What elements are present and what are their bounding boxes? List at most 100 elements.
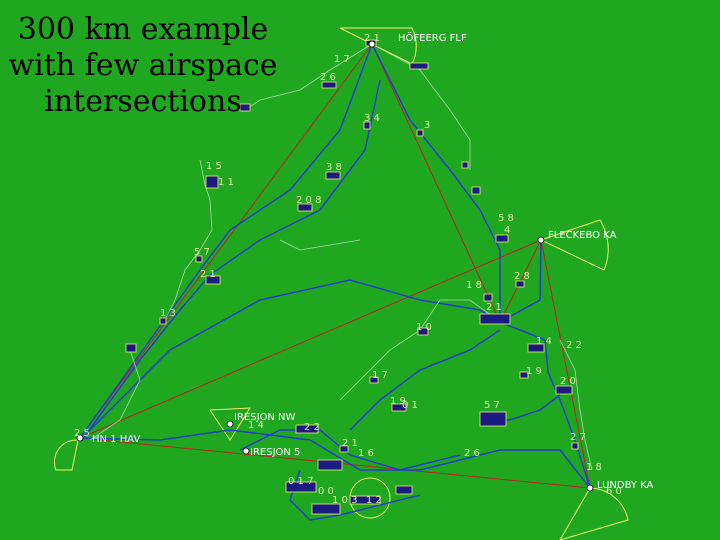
title-line-3: intersections xyxy=(44,84,242,119)
track-10 xyxy=(349,329,501,431)
climb-label: 5 7 xyxy=(194,247,210,258)
marker xyxy=(311,503,341,515)
climb-label: 1 3 xyxy=(160,308,176,319)
turnpoint-mid-b[interactable] xyxy=(242,447,250,455)
track-3 xyxy=(79,429,591,489)
climb-label: 2 2 xyxy=(304,422,320,433)
trace-1 xyxy=(244,43,373,111)
sector-mid xyxy=(209,407,251,441)
marker xyxy=(239,103,251,112)
turnpoint-mid-a[interactable] xyxy=(226,420,234,428)
climb-label: 1 7 xyxy=(334,54,350,65)
climb-label: 2 1 xyxy=(200,269,216,280)
trace-7 xyxy=(89,349,141,441)
trace-6 xyxy=(279,239,361,251)
climb-label: 1 1 xyxy=(218,177,234,188)
sector-southeast xyxy=(559,487,629,540)
slide-title: 300 km example with few airspace interse… xyxy=(8,12,278,120)
climb-label: 1 5 xyxy=(206,161,222,172)
climb-label: 1 8 xyxy=(586,462,602,473)
sector-west xyxy=(53,439,79,471)
turnpoint-southeast[interactable] xyxy=(586,484,594,492)
climb-label: 3 xyxy=(424,120,430,131)
marker xyxy=(515,280,525,288)
climb-label: 2 8 xyxy=(514,271,530,282)
marker xyxy=(479,411,507,427)
climb-label: 2 1 xyxy=(486,302,502,313)
climb-label: 2 5 xyxy=(74,428,90,439)
course-leg-6 xyxy=(540,239,591,489)
place-west: HN 1 HAV xyxy=(92,434,140,445)
marker xyxy=(391,403,407,412)
climb-label: 1 0 3 xyxy=(332,495,357,506)
marker xyxy=(159,317,167,325)
track-7 xyxy=(81,79,381,441)
climb-label: 2 1 xyxy=(364,33,380,44)
place-mid-a: IRESJON NW xyxy=(234,412,296,423)
title-line-2: with few airspace xyxy=(8,48,278,83)
marker xyxy=(125,343,137,353)
marker xyxy=(555,385,573,395)
track-5 xyxy=(89,279,501,431)
climb-label: 4 xyxy=(504,225,510,236)
climb-label: 2 1 xyxy=(342,438,358,449)
marker xyxy=(395,485,413,495)
climb-label: 2 0 8 xyxy=(296,195,321,206)
turnpoint-north[interactable] xyxy=(368,40,376,48)
marker xyxy=(317,459,343,471)
sector-east xyxy=(539,219,609,271)
marker xyxy=(571,442,579,450)
place-north: HÖFEERG FLF xyxy=(398,31,467,44)
course-leg-3 xyxy=(79,239,542,439)
trace-5 xyxy=(559,339,593,471)
climb-label: 3 8 xyxy=(326,162,342,173)
climb-label: 5 8 xyxy=(498,213,514,224)
turnpoint-west[interactable] xyxy=(76,434,84,442)
marker xyxy=(417,327,429,336)
marker xyxy=(461,161,469,169)
marker xyxy=(297,203,313,212)
marker xyxy=(339,445,349,453)
track-1 xyxy=(79,43,373,439)
place-mid-b: IRESJON 5 xyxy=(250,447,300,458)
climb-label: 5 7 xyxy=(484,400,500,411)
climb-label: 0 0 xyxy=(318,486,334,497)
marker xyxy=(409,62,429,70)
marker xyxy=(495,234,509,243)
climb-label: 2 0 xyxy=(560,376,576,387)
climb-label: 0 1 xyxy=(402,400,418,411)
climb-label: 2 7 xyxy=(570,432,586,443)
marker xyxy=(483,293,493,302)
marker xyxy=(369,376,379,384)
track-8 xyxy=(289,469,421,521)
climb-label: 1 2 xyxy=(366,495,382,506)
marker xyxy=(205,275,221,285)
climb-label: 2 6 xyxy=(320,72,336,83)
climb-label: 1 9 xyxy=(390,396,406,407)
track-9 xyxy=(239,429,461,471)
marker xyxy=(527,343,545,353)
climb-label: 1 9 xyxy=(526,366,542,377)
flight-tracks xyxy=(79,43,591,521)
track-4 xyxy=(499,321,591,489)
climb-label: 2 2 xyxy=(566,340,582,351)
marker xyxy=(295,424,319,434)
climb-label: 1 4 xyxy=(536,336,552,347)
track-2 xyxy=(371,43,501,322)
turnpoints xyxy=(76,40,594,492)
marker xyxy=(195,255,203,263)
climb-label: 0 1 7 xyxy=(288,476,313,487)
climb-label: 1 7 xyxy=(372,370,388,381)
marker xyxy=(416,129,424,137)
marker xyxy=(363,121,371,130)
marker xyxy=(479,313,511,325)
climb-label: 3 4 xyxy=(364,113,380,124)
marker xyxy=(321,81,337,89)
turnpoint-east[interactable] xyxy=(537,236,545,244)
climb-label: 1 0 xyxy=(416,322,432,333)
place-east: FLECKEBO KA xyxy=(548,230,617,241)
track-6 xyxy=(499,239,542,323)
marker xyxy=(285,481,317,493)
